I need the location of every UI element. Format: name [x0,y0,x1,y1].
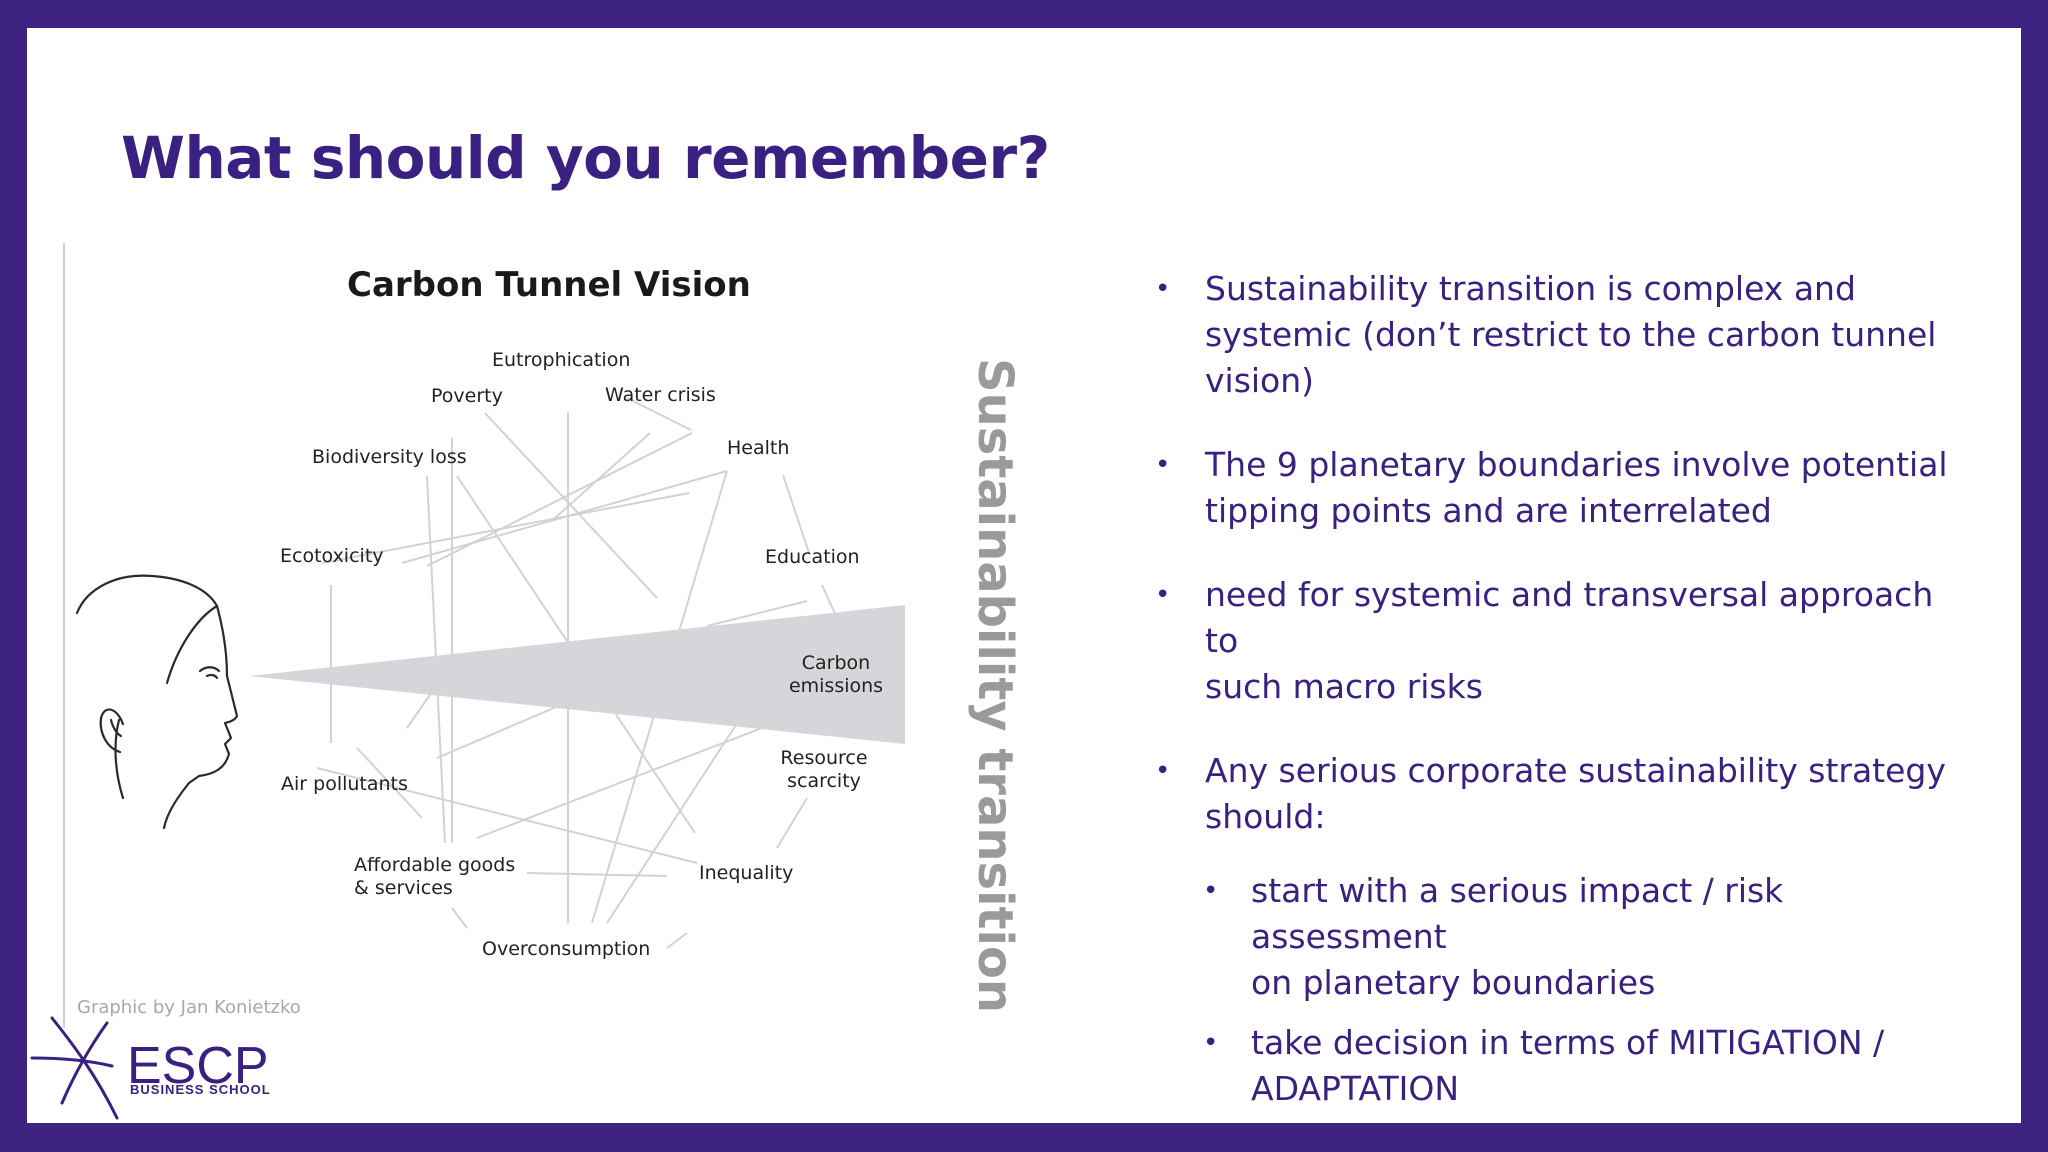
label-inequality: Inequality [699,862,793,884]
label-health: Health [727,437,789,459]
carbon-tunnel-vision-diagram: Carbon Tunnel Vision Eutrophication Pove… [30,243,1023,1120]
label-affordable-goods: Affordable goods [354,854,515,876]
sub-bullet-assessment: • start with a serious impact / risk ass… [1155,868,1975,1006]
bullet-dot: • [1155,274,1171,304]
diagram-labels: Eutrophication Poverty Water crisis Biod… [280,349,883,960]
slide: What should you remember? [27,28,2021,1123]
bullet-dot: • [1155,580,1171,610]
label-services: & services [354,877,453,899]
label-scarcity: scarcity [787,770,861,792]
bullet-text: such macro risks [1205,667,1483,706]
diagram-title: Carbon Tunnel Vision [347,265,751,305]
bullet-text: The 9 planetary boundaries involve poten… [1205,445,1948,484]
label-eutrophication: Eutrophication [492,349,630,371]
escp-logo: ESCP BUSINESS SCHOOL [30,1016,271,1120]
bullet-text: should: [1205,797,1326,836]
bullet-item-strategy: • Any serious corporate sustainability s… [1155,748,1975,840]
label-emissions: emissions [789,675,883,697]
sub-bullet-list: • start with a serious impact / risk ass… [1155,868,1975,1112]
tunnel-of-vision [249,605,905,744]
bullet-dot: • [1203,1028,1219,1058]
label-air-pollutants: Air pollutants [281,773,408,795]
label-water-crisis: Water crisis [605,384,716,406]
head-profile-icon [75,574,239,830]
label-education: Education [765,546,860,568]
label-carbon: Carbon [802,652,870,674]
label-biodiversity-loss: Biodiversity loss [312,446,467,468]
bullet-text: need for systemic and transversal approa… [1205,575,1934,660]
sustainability-transition-label: Sustainability transition [967,358,1023,1013]
label-poverty: Poverty [431,385,503,407]
bullet-text: on planetary boundaries [1251,963,1656,1002]
bullet-dot: • [1155,756,1171,786]
bullet-text: vision) [1205,361,1315,400]
bullet-text: take decision in terms of MITIGATION / [1251,1023,1885,1062]
bullet-text: Sustainability transition is complex and [1205,269,1856,308]
bullet-item-systemic-approach: • need for systemic and transversal appr… [1155,572,1975,710]
label-overconsumption: Overconsumption [482,938,650,960]
bullet-text: start with a serious impact / risk asses… [1251,871,1784,956]
sub-bullet-decision: • take decision in terms of MITIGATION /… [1155,1020,1975,1112]
bullet-dot: • [1203,876,1219,906]
bullet-text: Any serious corporate sustainability str… [1205,751,1946,790]
logo-subtitle: BUSINESS SCHOOL [130,1082,271,1097]
label-resource: Resource [780,747,867,769]
logo-name: ESCP [127,1037,269,1095]
bullet-text: systemic (don’t restrict to the carbon t… [1205,315,1937,354]
escp-star-icon [30,1016,119,1120]
bullet-text: ADAPTATION [1251,1069,1460,1108]
bullet-dot: • [1155,450,1171,480]
bullet-item-complexity: • Sustainability transition is complex a… [1155,266,1975,404]
slide-title: What should you remember? [121,124,1050,192]
label-ecotoxicity: Ecotoxicity [280,545,384,567]
bullet-list: • Sustainability transition is complex a… [1155,266,1975,1126]
bullet-item-planetary-boundaries: • The 9 planetary boundaries involve pot… [1155,442,1975,534]
bullet-text: tipping points and are interrelated [1205,491,1772,530]
graphic-credit: Graphic by Jan Konietzko [77,997,301,1018]
